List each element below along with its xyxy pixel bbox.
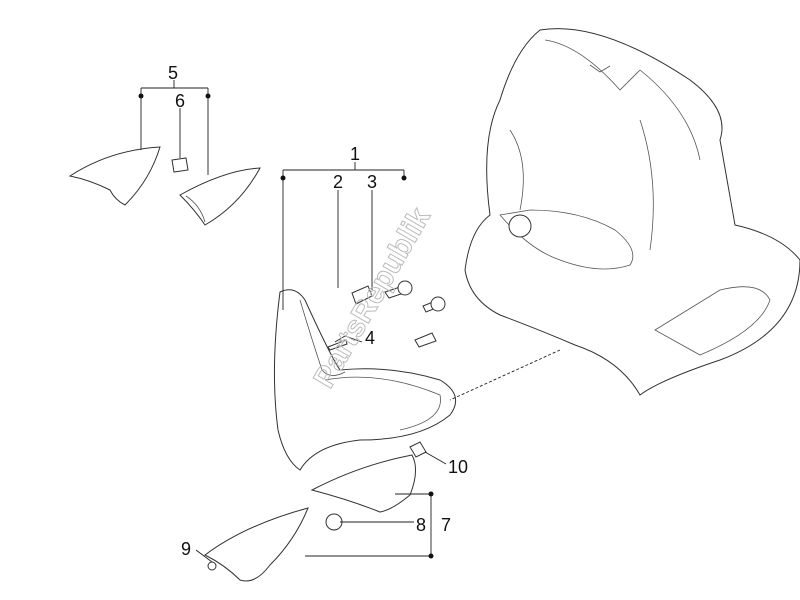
upper-indicators bbox=[68, 146, 261, 226]
front-shield bbox=[464, 28, 800, 396]
callout-3: 3 bbox=[367, 172, 377, 192]
callout-9: 9 bbox=[181, 539, 191, 559]
leader-lines bbox=[138, 80, 561, 563]
callout-7: 7 bbox=[441, 515, 451, 535]
callout-6: 6 bbox=[175, 91, 185, 111]
callout-4: 4 bbox=[365, 328, 375, 348]
bulb-parts bbox=[327, 280, 446, 351]
callout-10: 10 bbox=[448, 457, 468, 477]
callout-8: 8 bbox=[416, 515, 426, 535]
callout-2: 2 bbox=[333, 172, 343, 192]
callout-1: 1 bbox=[350, 144, 360, 164]
lower-indicator bbox=[204, 441, 427, 582]
headlight-assembly bbox=[273, 289, 457, 471]
callout-5: 5 bbox=[168, 63, 178, 83]
